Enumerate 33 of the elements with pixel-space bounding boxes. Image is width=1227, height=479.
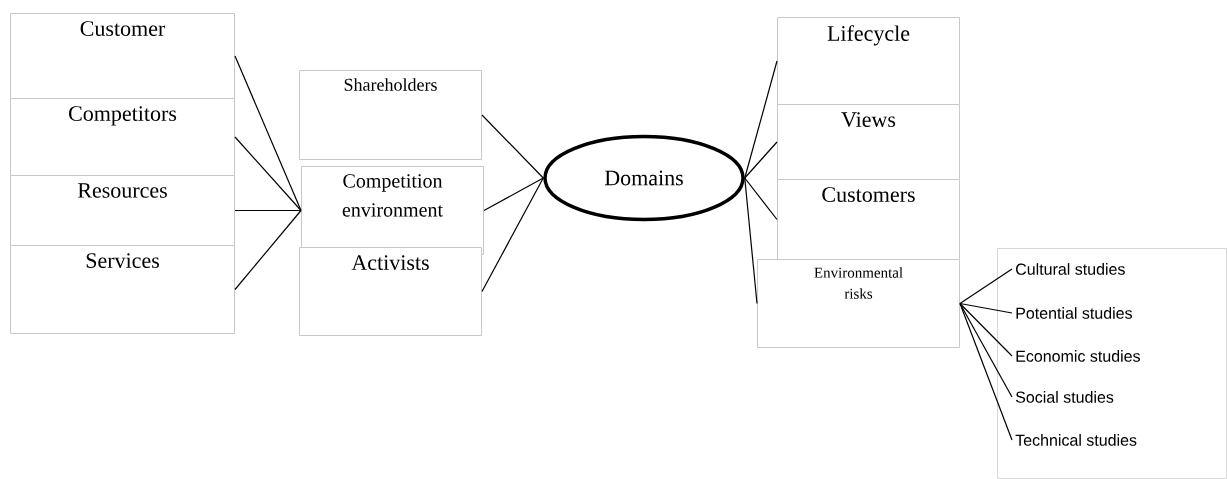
text-box: Shareholders bbox=[299, 70, 482, 160]
connector-line bbox=[959, 302, 1013, 314]
connector-line bbox=[481, 114, 544, 179]
text-box: Views bbox=[777, 104, 960, 180]
text-box: Lifecycle bbox=[777, 17, 960, 105]
text-box: Customer bbox=[10, 13, 235, 99]
connector-line bbox=[234, 209, 302, 212]
connector-line bbox=[959, 268, 1013, 305]
list-box bbox=[997, 248, 1227, 479]
list-item: Social studies bbox=[1015, 391, 1114, 403]
connector-line bbox=[234, 136, 302, 212]
text-box: Resources bbox=[10, 175, 235, 246]
text-box: Services bbox=[10, 245, 235, 334]
list-item: Potential studies bbox=[1016, 307, 1132, 319]
connector-line bbox=[483, 177, 544, 212]
text-box: Competitors bbox=[10, 98, 235, 176]
text-box: Activists bbox=[299, 247, 482, 336]
text-box: Competition environment bbox=[301, 166, 484, 255]
connector-line bbox=[234, 55, 302, 212]
connector-line bbox=[481, 177, 544, 293]
connector-line bbox=[744, 177, 758, 305]
connector-line bbox=[744, 141, 778, 179]
text-box: Customers bbox=[777, 179, 960, 260]
connector-line bbox=[959, 302, 1013, 441]
list-item: Technical studies bbox=[1015, 434, 1137, 446]
connector-line bbox=[959, 302, 1013, 398]
connector-line bbox=[744, 177, 778, 221]
text-box: Environmental risks bbox=[757, 259, 960, 348]
connector-line bbox=[959, 302, 1013, 357]
connector-line bbox=[744, 60, 778, 179]
list-item: Economic studies bbox=[1016, 350, 1140, 362]
list-item: Cultural studies bbox=[1016, 263, 1125, 275]
connector-line bbox=[234, 209, 302, 291]
